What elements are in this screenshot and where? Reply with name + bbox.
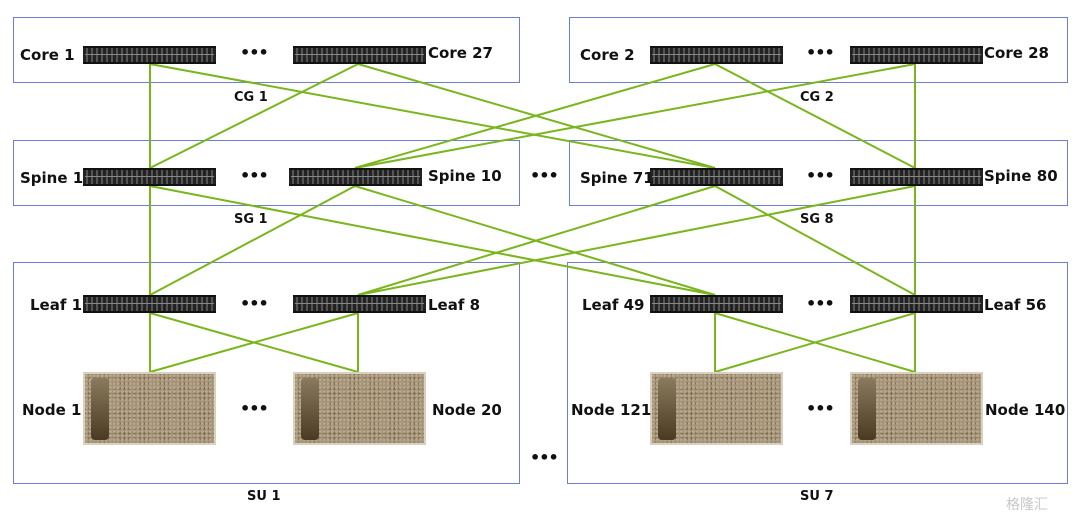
- node-label: Node 1: [22, 401, 82, 419]
- su-label: SU 7: [800, 489, 834, 504]
- spine-switch-71: [650, 168, 783, 186]
- core-switch-28: [850, 46, 983, 64]
- spine-switch-10: [289, 168, 422, 186]
- ellipsis: •••: [240, 399, 269, 418]
- leaf-switch-56: [850, 295, 983, 313]
- leaf-switch-49: [650, 295, 783, 313]
- ellipsis: •••: [530, 448, 559, 467]
- watermark-logo: 格隆汇: [1006, 497, 1048, 513]
- spine-label: Spine 10: [428, 167, 502, 185]
- core-switch-2: [650, 46, 783, 64]
- node-label: Node 121: [571, 401, 652, 419]
- node-label: Node 140: [985, 401, 1066, 419]
- leaf-switch-8: [293, 295, 426, 313]
- spine-label: Spine 80: [984, 167, 1058, 185]
- node-label: Node 20: [432, 401, 502, 419]
- spine-group-label: SG 8: [800, 212, 834, 227]
- ellipsis: •••: [806, 399, 835, 418]
- core-switch-1: [83, 46, 216, 64]
- core-label: Core 2: [580, 46, 635, 64]
- core-spine-links: [149, 63, 916, 169]
- ellipsis: •••: [806, 166, 835, 185]
- spine-leaf-links: [149, 185, 916, 296]
- leaf-label: Leaf 8: [428, 296, 481, 314]
- core-group-1-box: [13, 17, 520, 83]
- su-7-box: [567, 262, 1068, 484]
- leaf-label: Leaf 1: [30, 296, 83, 314]
- spine-switch-1: [83, 168, 216, 186]
- spine-group-label: SG 1: [234, 212, 268, 227]
- core-label: Core 1: [20, 46, 75, 64]
- su-1-box: [13, 262, 520, 484]
- core-label: Core 28: [984, 44, 1049, 62]
- leaf-node-links: [149, 312, 916, 373]
- spine-group-1-box: [13, 140, 520, 206]
- core-label: Core 27: [428, 44, 493, 62]
- node-server-140: [850, 372, 983, 445]
- ellipsis: •••: [806, 294, 835, 313]
- leaf-label: Leaf 49: [582, 296, 645, 314]
- ellipsis: •••: [530, 166, 559, 185]
- spine-label: Spine 71: [580, 169, 654, 187]
- node-server-20: [293, 372, 426, 445]
- su-label: SU 1: [247, 489, 281, 504]
- ellipsis: •••: [240, 43, 269, 62]
- node-server-121: [650, 372, 783, 445]
- ellipsis: •••: [240, 166, 269, 185]
- core-group-label: CG 1: [234, 90, 268, 105]
- leaf-label: Leaf 56: [984, 296, 1047, 314]
- ellipsis: •••: [240, 294, 269, 313]
- leaf-switch-1: [83, 295, 216, 313]
- spine-switch-80: [850, 168, 983, 186]
- core-switch-27: [293, 46, 426, 64]
- node-server-1: [83, 372, 216, 445]
- spine-label: Spine 1: [20, 169, 84, 187]
- core-group-label: CG 2: [800, 90, 834, 105]
- ellipsis: •••: [806, 43, 835, 62]
